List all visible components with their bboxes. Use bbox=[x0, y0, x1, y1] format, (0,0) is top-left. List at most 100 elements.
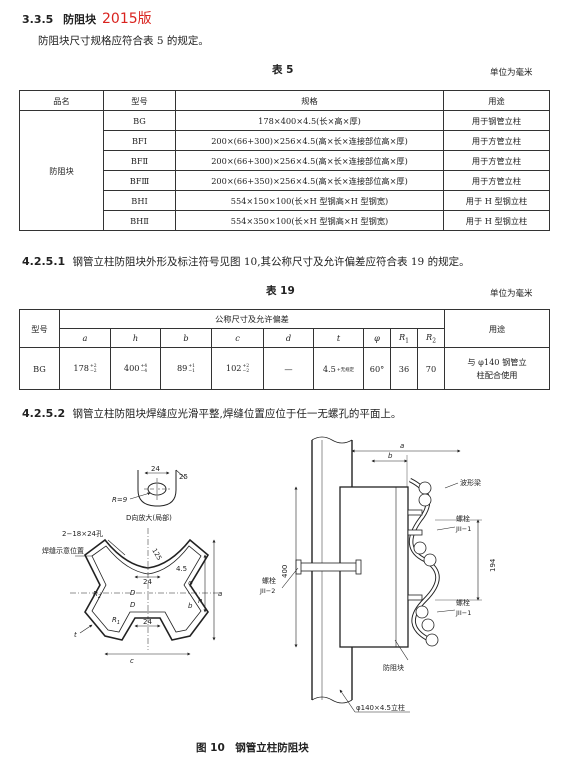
tolerance-h: +4−4 bbox=[141, 364, 148, 374]
bolt-head-low-left bbox=[415, 605, 429, 619]
b-label-left: b bbox=[188, 602, 193, 610]
section-heading-3-3-5: 3.3.5 防阻块 2015版 bbox=[22, 8, 152, 28]
use-line-1: 与 φ140 钢管立 bbox=[467, 356, 527, 367]
bolt3-label-a: 螺栓 bbox=[456, 598, 470, 607]
detail-view: 24 25 R=9 D向放大(局部) bbox=[112, 465, 188, 522]
tol-down: −2 bbox=[90, 369, 97, 374]
bolt-nut bbox=[355, 559, 362, 575]
tol-up: +1 bbox=[188, 364, 196, 369]
bolt2-label-b: JII−2 bbox=[259, 587, 275, 595]
dim-24a: 24 bbox=[143, 578, 152, 586]
bolt2-label-a: 螺栓 bbox=[262, 576, 276, 585]
assembly-view: a b 400 194 波形梁 螺栓 JII−1 螺栓 JII−2 螺栓 JII… bbox=[259, 436, 497, 713]
value-a: 178 bbox=[73, 363, 89, 373]
d-label-1: D bbox=[130, 589, 136, 597]
dim-24: 24 bbox=[151, 465, 160, 473]
a-label-right: a bbox=[400, 442, 404, 450]
holes-label: 2−18×24孔 bbox=[62, 530, 103, 538]
paragraph-3-3-5: 防阻块尺寸规格应符合表 5 的规定。 bbox=[38, 35, 209, 47]
dim-24b: 24 bbox=[143, 618, 152, 626]
value-b: 89 bbox=[176, 363, 188, 373]
section-text: 钢管立柱防阻块焊缝应光滑平整,焊缝位置应位于任一无螺孔的平面上。 bbox=[72, 408, 402, 420]
dim-4-5: 4.5 bbox=[176, 565, 187, 573]
tol-down: −1 bbox=[188, 369, 196, 374]
table-row: BFⅢ 200×(66+350)×256×4.5(高×长×连接部位高×厚) 用于… bbox=[20, 170, 550, 191]
bolt-head-top-left bbox=[418, 481, 432, 495]
detail-caption: D向放大(局部) bbox=[126, 513, 172, 522]
c-label: c bbox=[130, 657, 134, 665]
h-label: h bbox=[198, 597, 202, 605]
tol-down: −4 bbox=[140, 369, 148, 374]
beam-label: 波形梁 bbox=[460, 478, 481, 487]
tolerance-b: +1−1 bbox=[188, 364, 195, 374]
block-label: 防阻块 bbox=[383, 663, 404, 672]
cell-use: 用于 H 型钢立柱 bbox=[443, 210, 550, 231]
table5-unit: 单位为毫米 bbox=[490, 68, 533, 78]
cross-section-view: 2−18×24孔 焊缝示意位置 125 24 4.5 R2 D D φ b R1… bbox=[42, 528, 222, 665]
dim-125: 125 bbox=[150, 547, 163, 562]
table-19: 型号 公称尺寸及允许偏差 用途 a h b c d t φ R1 R2 BG 1… bbox=[19, 309, 551, 390]
t-note: +无规定 bbox=[336, 367, 355, 373]
version-annotation: 2015版 bbox=[102, 11, 152, 27]
cell-d: — bbox=[263, 347, 314, 390]
r1-label: R1 bbox=[112, 616, 120, 626]
phi-label: φ bbox=[188, 579, 193, 587]
post-label: φ140×4.5立柱 bbox=[356, 703, 405, 712]
block-profile-outer bbox=[83, 538, 210, 641]
header-use: 用途 bbox=[444, 309, 551, 348]
header-r2-symbol: R bbox=[426, 331, 433, 342]
table-row: BHⅡ 554×350×100(长×H 型钢高×H 型钢宽) 用于 H 型钢立柱 bbox=[20, 210, 550, 231]
table-row: BHⅠ 554×150×100(长×H 型钢高×H 型钢宽) 用于 H 型钢立柱 bbox=[20, 190, 550, 211]
cell-phi: 60° bbox=[363, 347, 391, 390]
bolt1-leader bbox=[436, 526, 456, 531]
bolt-head-bottom bbox=[425, 633, 439, 647]
cell-r2: 70 bbox=[416, 347, 446, 390]
post-bottom-break bbox=[311, 696, 353, 704]
tol-up: +2 bbox=[90, 364, 97, 369]
table-header-row: 品名 型号 规格 用途 bbox=[19, 90, 550, 111]
tolerance-a: +2−2 bbox=[90, 364, 97, 374]
cell-h: 400+4−4 bbox=[110, 347, 161, 390]
bolt-shank bbox=[407, 594, 423, 601]
cell-b: 89+1−1 bbox=[160, 347, 212, 390]
r2-label: R2 bbox=[93, 590, 101, 600]
beam-bolts bbox=[407, 481, 439, 647]
section-text: 钢管立柱防阻块外形及标注符号见图 10,其公称尺寸及允许偏差应符合表 19 的规… bbox=[72, 256, 470, 268]
cell-spec: 554×350×100(长×H 型钢高×H 型钢宽) bbox=[175, 210, 444, 231]
bolt-head-low-right bbox=[421, 618, 435, 632]
bolt-head-top-right bbox=[418, 493, 432, 507]
header-r2-sub: 2 bbox=[432, 337, 437, 345]
paragraph-4-2-5-2: 4.2.5.2 钢管立柱防阻块焊缝应光滑平整,焊缝位置应位于任一无螺孔的平面上。 bbox=[22, 406, 401, 421]
holes-leader bbox=[107, 539, 126, 556]
section-title: 防阻块 bbox=[63, 13, 97, 26]
paragraph-4-2-5-1: 4.2.5.1 钢管立柱防阻块外形及标注符号见图 10,其公称尺寸及允许偏差应符… bbox=[22, 254, 470, 269]
r1-symbol: R bbox=[112, 616, 117, 624]
post-top-break bbox=[311, 436, 353, 444]
table-row: BG 178+2−2 400+4−4 89+1−1 102+2−2 — 4.5+… bbox=[19, 347, 551, 390]
bolt3-label-b: JII−1 bbox=[455, 609, 471, 617]
value-h: 400 bbox=[123, 363, 140, 373]
table19-unit: 单位为毫米 bbox=[490, 289, 533, 299]
bolt1-label-b: JII−1 bbox=[455, 525, 471, 533]
r9-leader bbox=[129, 492, 151, 500]
cell-type: BG bbox=[19, 347, 60, 390]
bolt-head bbox=[295, 559, 302, 575]
value-t: 4.5 bbox=[322, 363, 336, 374]
r2-sub: 2 bbox=[98, 594, 101, 600]
cell-product: 防阻块 bbox=[19, 110, 104, 231]
dim-400: 400 bbox=[281, 565, 289, 578]
tolerance-c: +2−2 bbox=[243, 364, 250, 374]
cell-c: 102+2−2 bbox=[211, 347, 264, 390]
a-label-left: a bbox=[218, 590, 222, 598]
post-leader bbox=[339, 689, 356, 713]
dim-194: 194 bbox=[489, 558, 497, 572]
section-number: 3.3.5 bbox=[22, 13, 54, 26]
cell-use: 与 φ140 钢管立柱配合使用 bbox=[444, 347, 551, 390]
use-line-2: 柱配合使用 bbox=[476, 369, 518, 380]
r9-label: R=9 bbox=[112, 496, 128, 504]
figure-caption: 图 10 钢管立柱防阻块 bbox=[196, 742, 309, 754]
block-profile-inner bbox=[91, 545, 202, 633]
header-r1-sub: 1 bbox=[405, 337, 409, 345]
t-label: t bbox=[74, 631, 77, 639]
